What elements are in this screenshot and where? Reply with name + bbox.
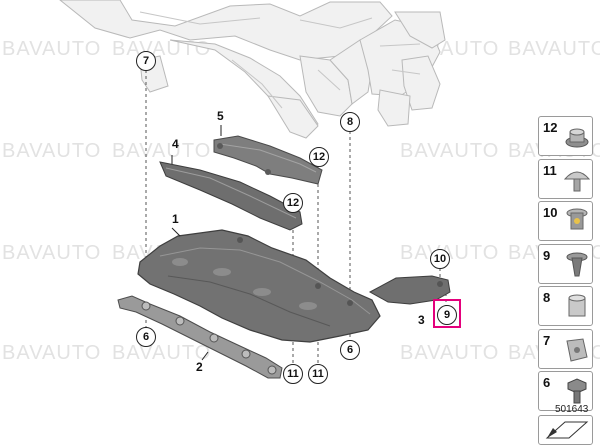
legend-number-10: 10 [543, 205, 558, 220]
label-leader-lines [171, 125, 222, 361]
push-rivet-icon [566, 252, 588, 276]
front-subframe-drawing [59, 0, 446, 139]
part-label-3[interactable]: 3 [418, 313, 425, 327]
part-label-1[interactable]: 1 [172, 212, 179, 226]
part-label-4[interactable]: 4 [172, 137, 179, 151]
legend-number-7: 7 [543, 332, 551, 348]
sleeve-icon [568, 294, 586, 317]
part-3-side-plate [368, 275, 451, 305]
legend-row-8[interactable]: 8 [538, 286, 593, 326]
callout-8[interactable]: 8 [340, 112, 360, 132]
watermark-row-3a: BAVAUTO [2, 242, 102, 264]
part-2-lower-rail [117, 295, 283, 379]
part-5-bracket [213, 135, 323, 185]
exploded-parts-diagram [59, 0, 451, 379]
watermark-row-4c: BAVAUTO [400, 342, 500, 364]
callout-11-right[interactable]: 11 [308, 364, 328, 384]
legend-row-9[interactable]: 9 [538, 243, 593, 284]
watermark-row-2b: BAVAUTO [112, 140, 212, 162]
legend-row-12[interactable]: 12 [538, 116, 593, 156]
callout-6-right[interactable]: 6 [340, 340, 360, 360]
part-label-2[interactable]: 2 [196, 360, 203, 374]
legend-row-6[interactable]: 6 [538, 371, 593, 411]
watermark-row-3c: BAVAUTO [400, 242, 500, 264]
legend-row-11[interactable]: 11 [538, 158, 593, 199]
watermark-row-4a: BAVAUTO [2, 342, 102, 364]
legend-number-12: 12 [543, 120, 558, 135]
cap-nut-icon [565, 128, 589, 148]
legend-number-8: 8 [543, 290, 551, 305]
part-label-5[interactable]: 5 [217, 109, 224, 123]
selected-part-highlight [433, 299, 461, 328]
callout-9[interactable]: 9 [437, 305, 457, 325]
callout-10[interactable]: 10 [430, 249, 450, 269]
hex-screw-icon [567, 378, 587, 404]
mushroom-clip-icon [563, 171, 591, 191]
legend-number-6: 6 [543, 375, 551, 390]
legend-number-9: 9 [543, 247, 551, 263]
part-1-underbody-panel [137, 229, 381, 343]
direction-arrow-icon [545, 421, 589, 439]
callout-12-upper[interactable]: 12 [309, 147, 329, 167]
watermark-row-1a: BAVAUTO [2, 38, 102, 60]
watermark-row-2a: BAVAUTO [2, 140, 102, 162]
callout-7[interactable]: 7 [136, 51, 156, 71]
expanding-nut-icon [566, 208, 588, 230]
callout-11-left[interactable]: 11 [283, 364, 303, 384]
subframe-detail-lines [139, 11, 421, 109]
legend-row-10[interactable]: 10 [538, 201, 593, 241]
part-4-air-deflector [159, 161, 303, 231]
diagram-number: 501643 [555, 404, 589, 415]
watermark-row-4b: BAVAUTO [112, 342, 212, 364]
watermark-row-1d: BAVAUTO [508, 38, 600, 60]
callout-6-left[interactable]: 6 [136, 327, 156, 347]
fastener-legend: 12 11 10 9 8 7 [538, 116, 593, 445]
legend-row-7[interactable]: 7 [538, 328, 593, 369]
watermark-row-2c: BAVAUTO [400, 140, 500, 162]
legend-number-11: 11 [543, 162, 557, 178]
callout-12-lower[interactable]: 12 [283, 193, 303, 213]
clip-nut-icon [566, 337, 588, 362]
